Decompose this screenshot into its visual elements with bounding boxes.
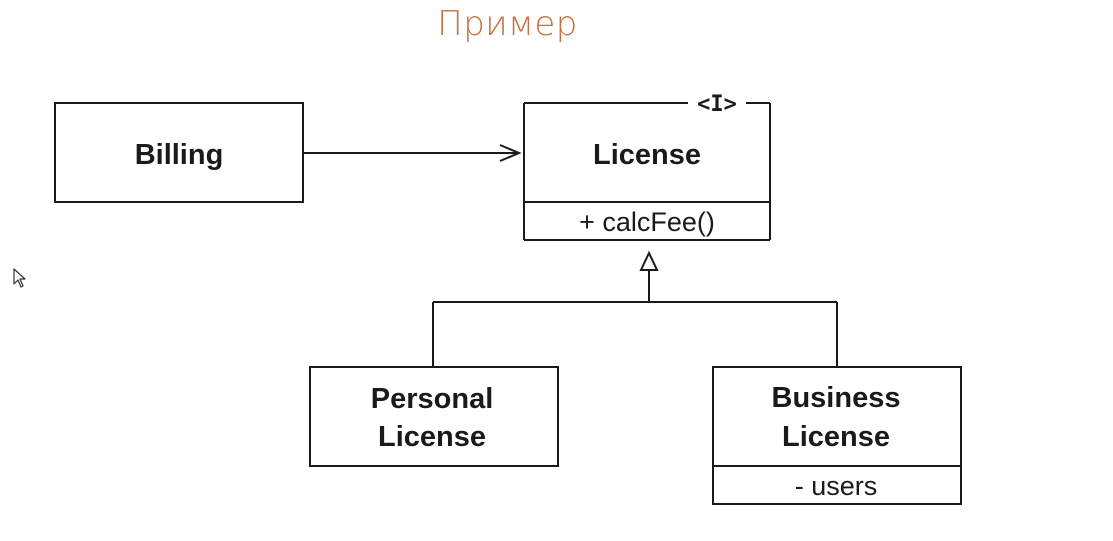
business-license-box [712, 366, 962, 505]
association-arrowhead [499, 144, 522, 162]
billing-class: Billing [54, 102, 304, 203]
personal-license-name-line2: License [378, 421, 486, 453]
billing-class-name: Billing [135, 139, 224, 171]
business-license-name-line1: Business [772, 382, 901, 414]
billing-class-box [54, 102, 304, 203]
generalization-connectors [432, 250, 838, 367]
license-class-name: License [593, 139, 701, 171]
personal-license-box [309, 366, 559, 467]
association-billing-to-license [303, 144, 522, 162]
personal-license-name-line1: Personal [371, 383, 494, 415]
interface-stereotype: <I> [697, 92, 737, 117]
license-interface: <I> License + calcFee() [523, 92, 771, 241]
business-license-class: Business License - users [712, 366, 962, 505]
business-license-attribute: - users [795, 471, 878, 501]
business-license-name-line2: License [782, 421, 890, 453]
license-operation: + calcFee() [579, 207, 715, 237]
mouse-pointer-icon [13, 268, 26, 288]
personal-license-class: Personal License [309, 366, 559, 467]
slide-title: Пример [437, 4, 578, 44]
generalization-arrowhead [639, 250, 659, 271]
